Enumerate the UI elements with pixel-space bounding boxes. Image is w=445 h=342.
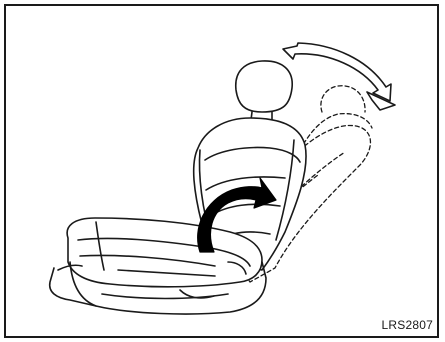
figure-reference-code: LRS2807 <box>382 318 433 332</box>
curved-double-arrow-icon <box>283 43 395 110</box>
